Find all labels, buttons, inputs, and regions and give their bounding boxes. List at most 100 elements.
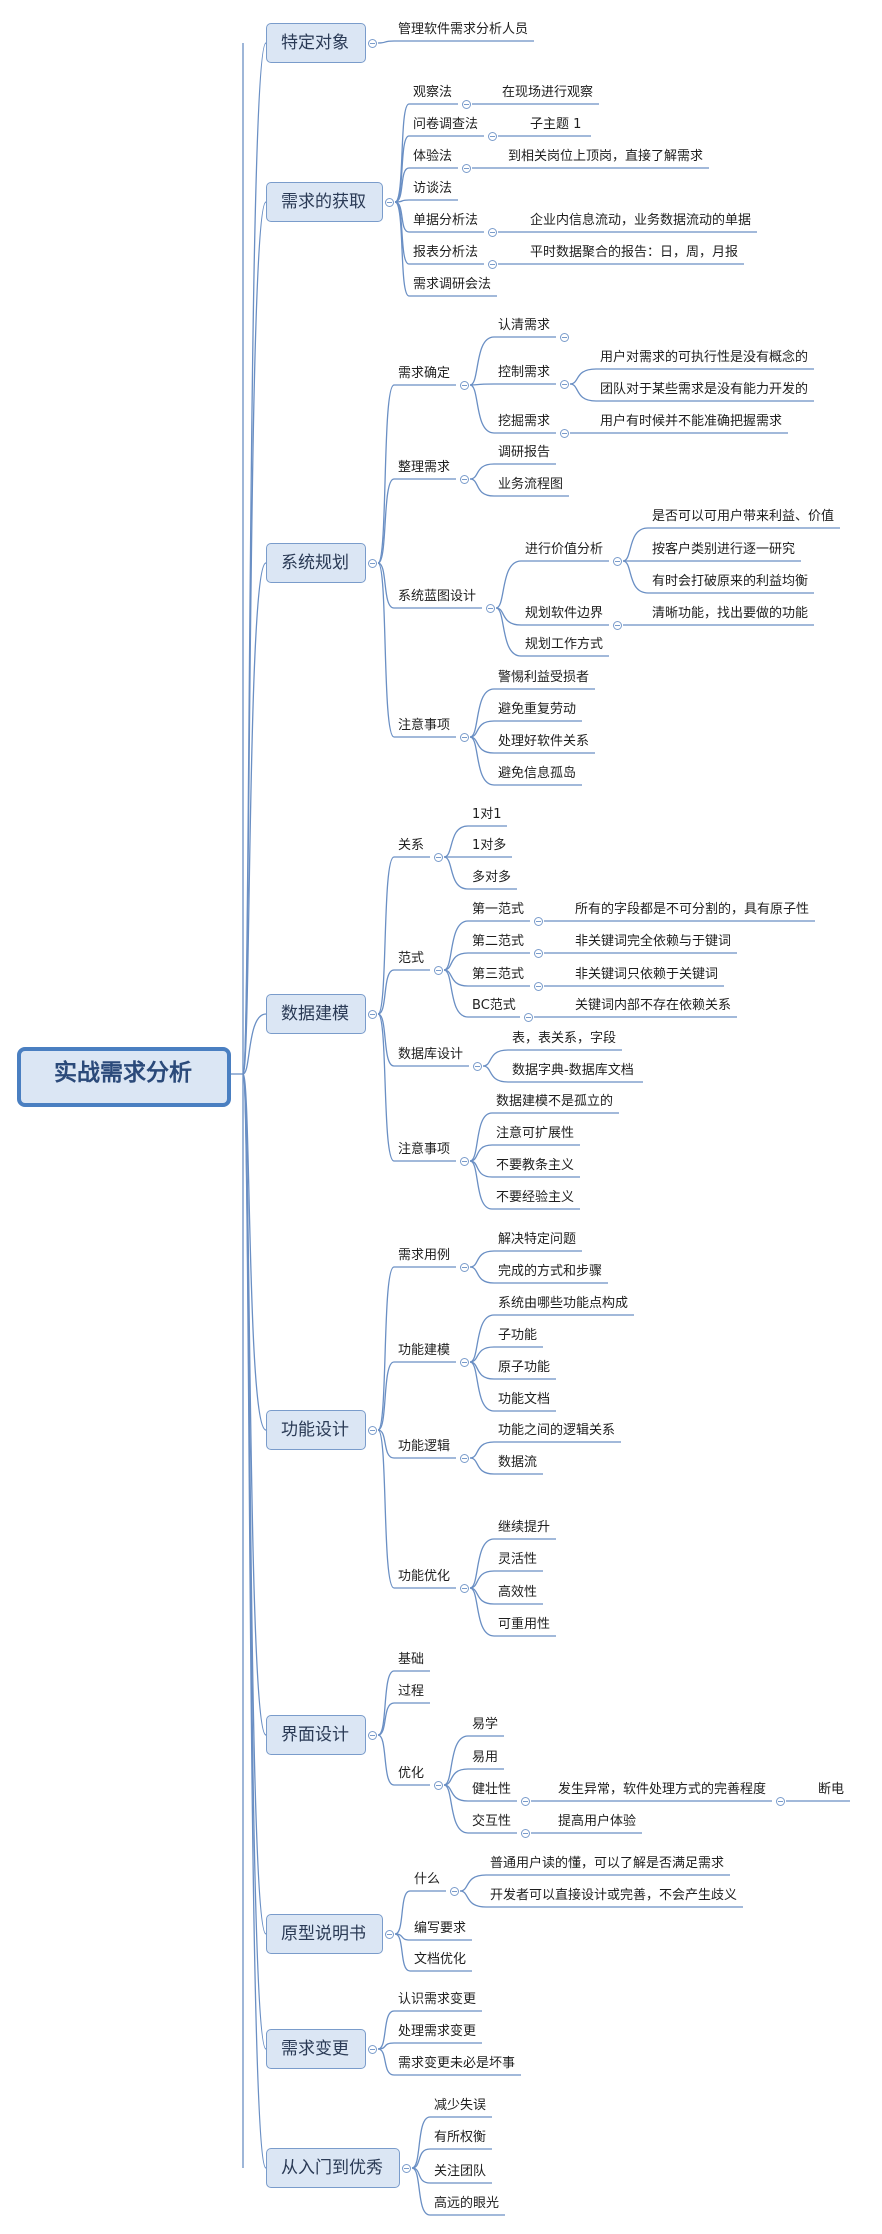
subtopic[interactable]: 多对多: [472, 870, 512, 885]
subtopic[interactable]: 到相关岗位上顶岗，直接了解需求: [508, 149, 704, 164]
collapse-toggle[interactable]: [462, 164, 471, 173]
subtopic[interactable]: 功能优化: [398, 1569, 451, 1584]
subtopic[interactable]: 非关键词只依赖于关键词: [575, 967, 719, 982]
main-topic[interactable]: 系统规划: [281, 553, 349, 573]
collapse-toggle[interactable]: [460, 1358, 469, 1367]
subtopic[interactable]: 关系: [398, 838, 425, 853]
subtopic[interactable]: 关键词内部不存在依赖关系: [575, 998, 732, 1013]
subtopic[interactable]: 有时会打破原来的利益均衡: [652, 574, 809, 589]
subtopic[interactable]: 易学: [472, 1717, 499, 1732]
subtopic[interactable]: 灵活性: [498, 1552, 538, 1567]
subtopic[interactable]: 注意可扩展性: [496, 1126, 575, 1141]
collapse-toggle[interactable]: [613, 621, 622, 630]
subtopic[interactable]: 非关键词完全依赖与于键词: [575, 934, 732, 949]
subtopic[interactable]: 企业内信息流动，业务数据流动的单据: [530, 213, 752, 228]
subtopic[interactable]: 体验法: [413, 149, 453, 164]
collapse-toggle[interactable]: [488, 132, 497, 141]
subtopic[interactable]: 认识需求变更: [398, 1992, 477, 2007]
subtopic[interactable]: 规划软件边界: [525, 606, 604, 621]
subtopic[interactable]: 完成的方式和步骤: [498, 1264, 603, 1279]
collapse-toggle[interactable]: [368, 39, 377, 48]
collapse-toggle[interactable]: [368, 1426, 377, 1435]
subtopic[interactable]: 观察法: [413, 85, 453, 100]
collapse-toggle[interactable]: [534, 917, 543, 926]
collapse-toggle[interactable]: [488, 228, 497, 237]
subtopic[interactable]: 避免信息孤岛: [498, 766, 577, 781]
main-topic[interactable]: 需求变更: [281, 2039, 349, 2059]
collapse-toggle[interactable]: [521, 1797, 530, 1806]
subtopic[interactable]: 团队对于某些需求是没有能力开发的: [600, 382, 809, 397]
main-topic[interactable]: 功能设计: [281, 1420, 349, 1440]
subtopic[interactable]: 第一范式: [472, 902, 525, 917]
collapse-toggle[interactable]: [473, 1062, 482, 1071]
root-topic[interactable]: 实战需求分析: [54, 1060, 192, 1086]
collapse-toggle[interactable]: [524, 1013, 533, 1022]
topic-box[interactable]: [266, 182, 383, 222]
subtopic[interactable]: 避免重复劳动: [498, 702, 577, 717]
subtopic[interactable]: 过程: [398, 1684, 425, 1699]
subtopic[interactable]: 解决特定问题: [498, 1232, 577, 1247]
subtopic[interactable]: 功能建模: [398, 1343, 451, 1358]
collapse-toggle[interactable]: [486, 604, 495, 613]
subtopic[interactable]: 提高用户体验: [558, 1814, 637, 1829]
collapse-toggle[interactable]: [776, 1797, 785, 1806]
topic-box[interactable]: [266, 1410, 366, 1450]
main-topic[interactable]: 界面设计: [281, 1725, 349, 1745]
subtopic[interactable]: 健壮性: [472, 1782, 512, 1797]
subtopic[interactable]: 高效性: [498, 1585, 538, 1600]
collapse-toggle[interactable]: [534, 949, 543, 958]
subtopic[interactable]: 认清需求: [498, 318, 551, 333]
subtopic[interactable]: 优化: [398, 1766, 425, 1781]
subtopic[interactable]: 不要经验主义: [496, 1190, 575, 1205]
subtopic[interactable]: 在现场进行观察: [502, 85, 594, 100]
collapse-toggle[interactable]: [560, 333, 569, 342]
topic-box[interactable]: [266, 994, 366, 1034]
collapse-toggle[interactable]: [534, 982, 543, 991]
collapse-toggle[interactable]: [434, 1781, 443, 1790]
topic-box[interactable]: [266, 2148, 400, 2188]
subtopic[interactable]: 处理需求变更: [398, 2024, 477, 2039]
main-topic[interactable]: 需求的获取: [281, 192, 366, 212]
subtopic[interactable]: 减少失误: [434, 2098, 487, 2113]
main-topic[interactable]: 从入门到优秀: [281, 2158, 383, 2178]
subtopic[interactable]: 什么: [414, 1872, 441, 1887]
subtopic[interactable]: 需求确定: [398, 366, 451, 381]
subtopic[interactable]: 表，表关系，字段: [512, 1031, 617, 1046]
collapse-toggle[interactable]: [450, 1887, 459, 1896]
subtopic[interactable]: 进行价值分析: [525, 542, 604, 557]
collapse-toggle[interactable]: [385, 1930, 394, 1939]
collapse-toggle[interactable]: [560, 380, 569, 389]
collapse-toggle[interactable]: [460, 1263, 469, 1272]
collapse-toggle[interactable]: [368, 1010, 377, 1019]
main-topic[interactable]: 数据建模: [281, 1004, 349, 1024]
collapse-toggle[interactable]: [402, 2164, 411, 2173]
subtopic[interactable]: 子主题 1: [530, 117, 582, 132]
root-topic-box[interactable]: [17, 1047, 231, 1107]
subtopic[interactable]: 断电: [818, 1782, 845, 1797]
collapse-toggle[interactable]: [368, 2045, 377, 2054]
subtopic[interactable]: 调研报告: [498, 445, 551, 460]
topic-box[interactable]: [266, 2029, 366, 2069]
collapse-toggle[interactable]: [460, 733, 469, 742]
subtopic[interactable]: 需求调研会法: [413, 277, 492, 292]
subtopic[interactable]: 挖掘需求: [498, 414, 551, 429]
collapse-toggle[interactable]: [460, 1584, 469, 1593]
subtopic[interactable]: 发生异常，软件处理方式的完善程度: [558, 1782, 767, 1797]
subtopic[interactable]: 基础: [398, 1652, 425, 1667]
subtopic[interactable]: 注意事项: [398, 718, 451, 733]
subtopic[interactable]: 问卷调查法: [413, 117, 479, 132]
topic-box[interactable]: [266, 543, 366, 583]
subtopic[interactable]: 第二范式: [472, 934, 525, 949]
collapse-toggle[interactable]: [368, 1731, 377, 1740]
subtopic[interactable]: 单据分析法: [413, 213, 479, 228]
subtopic[interactable]: 系统蓝图设计: [398, 589, 477, 604]
subtopic[interactable]: 原子功能: [498, 1360, 551, 1375]
collapse-toggle[interactable]: [434, 853, 443, 862]
collapse-toggle[interactable]: [368, 559, 377, 568]
collapse-toggle[interactable]: [385, 198, 394, 207]
subtopic[interactable]: 数据建模不是孤立的: [496, 1094, 614, 1109]
subtopic[interactable]: 平时数据聚合的报告：日，周，月报: [530, 245, 739, 260]
subtopic[interactable]: 功能文档: [498, 1392, 551, 1407]
subtopic[interactable]: 访谈法: [413, 181, 453, 196]
subtopic[interactable]: 用户有时候并不能准确把握需求: [600, 414, 783, 429]
